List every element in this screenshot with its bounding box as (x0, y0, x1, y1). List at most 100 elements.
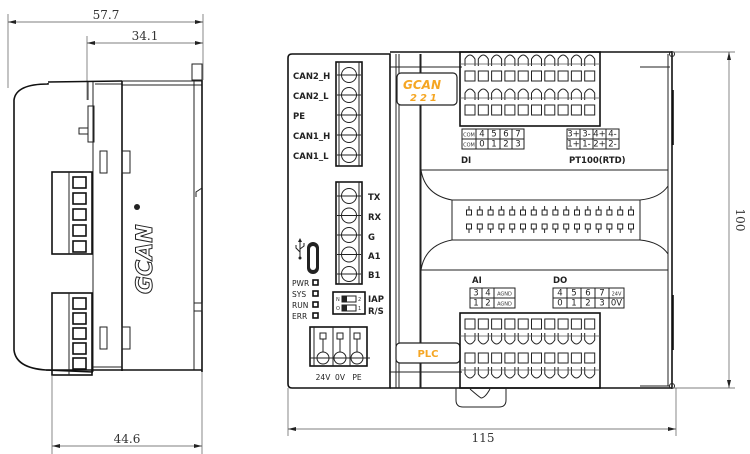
io-led-top (541, 209, 548, 216)
led-pwr (312, 279, 319, 286)
io-led-top (606, 209, 613, 216)
arrow-icon (52, 444, 60, 448)
din-clip-bottom (455, 388, 507, 408)
clamp-release[interactable] (477, 333, 489, 345)
clamp-release[interactable] (570, 333, 582, 345)
serial-label-rx: RX (368, 213, 382, 223)
serial-screw-terminal[interactable] (341, 227, 357, 243)
serial-screw-terminal[interactable] (341, 266, 357, 282)
clamp-release[interactable] (557, 333, 569, 345)
clamp-release[interactable] (570, 88, 582, 100)
led-sys (312, 290, 319, 297)
clamp-release[interactable] (584, 333, 596, 345)
clamp-release[interactable] (531, 54, 542, 66)
clamp-hole (557, 318, 569, 330)
clamp-release[interactable] (557, 54, 569, 66)
clamp-release[interactable] (570, 54, 582, 66)
clamp-release[interactable] (504, 88, 516, 100)
band-curve (639, 185, 669, 201)
clamp-hole (570, 352, 582, 364)
clamp-release[interactable] (504, 333, 516, 345)
clamp-release[interactable] (531, 367, 542, 379)
clamp-hole (491, 104, 503, 116)
io-led-bottom (541, 223, 548, 230)
power-screw-terminal[interactable] (350, 351, 364, 365)
clamp-release[interactable] (477, 367, 489, 379)
clamp-release[interactable] (557, 367, 569, 379)
clamp-release[interactable] (464, 54, 476, 66)
clamp-release[interactable] (464, 88, 476, 100)
clamp-release[interactable] (531, 88, 542, 100)
dip-switch-2-knob (342, 305, 347, 311)
pin-label: AGND (497, 302, 512, 308)
serial-screw-terminal[interactable] (341, 246, 357, 263)
plc-label: PLC (417, 349, 438, 360)
clamp-release[interactable] (544, 333, 556, 345)
serial-label-tx: TX (368, 193, 381, 203)
io-led-bottom (487, 223, 494, 230)
pin-label: 0 (557, 299, 562, 309)
di-title: DI (461, 156, 471, 166)
clamp-release[interactable] (517, 54, 529, 66)
clamp-release[interactable] (544, 367, 556, 379)
can-screw-terminal[interactable] (341, 127, 357, 143)
terminal-slot (72, 224, 87, 237)
power-screw-terminal[interactable] (316, 351, 330, 365)
clamp-release[interactable] (464, 333, 476, 345)
arrow-icon (288, 427, 296, 431)
can-label-1: CAN2_L (293, 92, 329, 102)
top-terminal-strip (459, 51, 601, 127)
terminal-slot (72, 312, 87, 325)
dim-label-side-total: 57.7 (93, 8, 120, 22)
side-slot (121, 326, 131, 350)
arrow-icon (195, 41, 203, 45)
clamp-release[interactable] (544, 54, 556, 66)
can-screw-terminal[interactable] (341, 147, 357, 163)
clamp-hole (517, 70, 529, 82)
clamp-release[interactable] (504, 367, 516, 379)
terminal-slot (72, 208, 87, 221)
arrow-icon (727, 52, 731, 60)
io-led-bottom (466, 223, 472, 230)
can-screw-terminal[interactable] (341, 107, 357, 123)
pt100-title: PT100(RTD) (569, 156, 626, 166)
usb-icon-branch (295, 245, 301, 253)
clamp-release[interactable] (584, 88, 596, 100)
clamp-release[interactable] (570, 367, 582, 379)
io-led-bottom (595, 223, 602, 230)
usb-c-port-inner (310, 246, 316, 270)
clamp-release[interactable] (557, 88, 569, 100)
pin-label: 0V (611, 299, 622, 309)
clamp-release[interactable] (491, 367, 503, 379)
serial-screw-terminal[interactable] (341, 207, 357, 224)
clamp-hole (504, 318, 516, 330)
clamp-release[interactable] (517, 367, 529, 379)
clamp-hole (544, 318, 556, 330)
pin-label: 2 (485, 299, 490, 309)
side-terminal-block-lower (51, 292, 93, 376)
clamp-release[interactable] (491, 54, 503, 66)
clamp-release[interactable] (477, 54, 489, 66)
terminal-slot (72, 327, 87, 340)
clamp-release[interactable] (584, 367, 596, 379)
power-screw-terminal[interactable] (333, 351, 347, 365)
clamp-hole (477, 104, 489, 116)
clamp-release[interactable] (504, 54, 516, 66)
clamp-release[interactable] (491, 88, 503, 100)
pin-label: 4- (608, 130, 616, 140)
clamp-release[interactable] (477, 88, 489, 100)
clamp-release[interactable] (531, 333, 542, 345)
clamp-hole (517, 318, 529, 330)
can-screw-terminal[interactable] (341, 87, 357, 103)
side-top-edge (47, 80, 123, 83)
can-screw-terminal[interactable] (341, 67, 357, 83)
clamp-release[interactable] (584, 54, 596, 66)
clamp-release[interactable] (491, 333, 503, 345)
serial-screw-terminal[interactable] (341, 188, 357, 204)
can-label-0: CAN2_H (293, 72, 330, 82)
clamp-release[interactable] (464, 367, 476, 379)
clamp-release[interactable] (517, 333, 529, 345)
pin-cell (493, 297, 516, 309)
clamp-release[interactable] (544, 88, 556, 100)
clamp-release[interactable] (517, 88, 529, 100)
